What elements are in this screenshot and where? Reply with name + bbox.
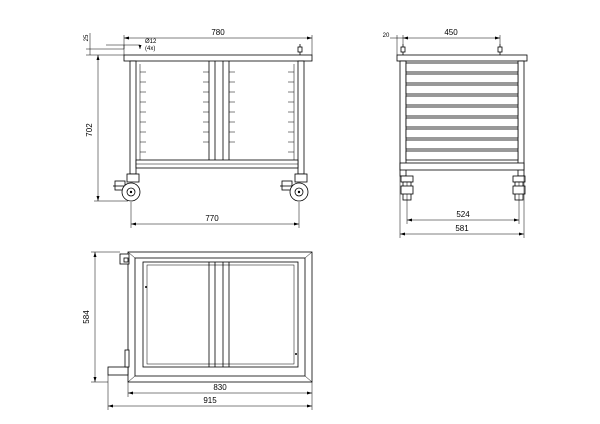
top-inner-panel: [142, 261, 299, 368]
front-left-caster: [113, 173, 141, 202]
side-right-upright: [517, 60, 525, 177]
side-slats: [405, 62, 519, 161]
dim-diameter: Ø12: [145, 39, 157, 45]
front-middle-runners: [203, 71, 235, 143]
top-handle-lower: [107, 366, 129, 376]
side-left-upright: [399, 60, 407, 177]
dim-830: 830: [213, 383, 227, 392]
dim-915: 915: [203, 396, 217, 405]
dim-780: 780: [211, 28, 225, 37]
side-view: 20 450 524 581: [383, 28, 528, 238]
front-right-upright: [297, 60, 305, 175]
dim-702: 702: [85, 123, 94, 137]
dim-20: 20: [383, 33, 390, 39]
top-view: 584 830 915: [82, 251, 313, 410]
front-right-caster: [280, 173, 309, 202]
top-outer-frame: [127, 251, 313, 383]
side-top-plate: [396, 54, 528, 62]
dim-581: 581: [455, 224, 469, 233]
dim-584: 584: [82, 310, 91, 324]
dim-450: 450: [444, 28, 458, 37]
side-right-caster: [512, 175, 526, 201]
front-left-upright: [129, 60, 137, 175]
front-right-runners: [288, 71, 294, 153]
front-top-plate: [123, 54, 313, 62]
front-left-runners: [140, 71, 146, 153]
side-bottom-shelf: [399, 162, 525, 171]
dim-25: 25: [84, 34, 90, 41]
front-view: 780 25 Ø12 (4x) 702 770: [84, 28, 313, 228]
side-left-caster: [400, 175, 414, 201]
dim-770: 770: [205, 214, 219, 223]
dim-524: 524: [456, 210, 470, 219]
dim-diameter-note: (4x): [145, 46, 155, 52]
